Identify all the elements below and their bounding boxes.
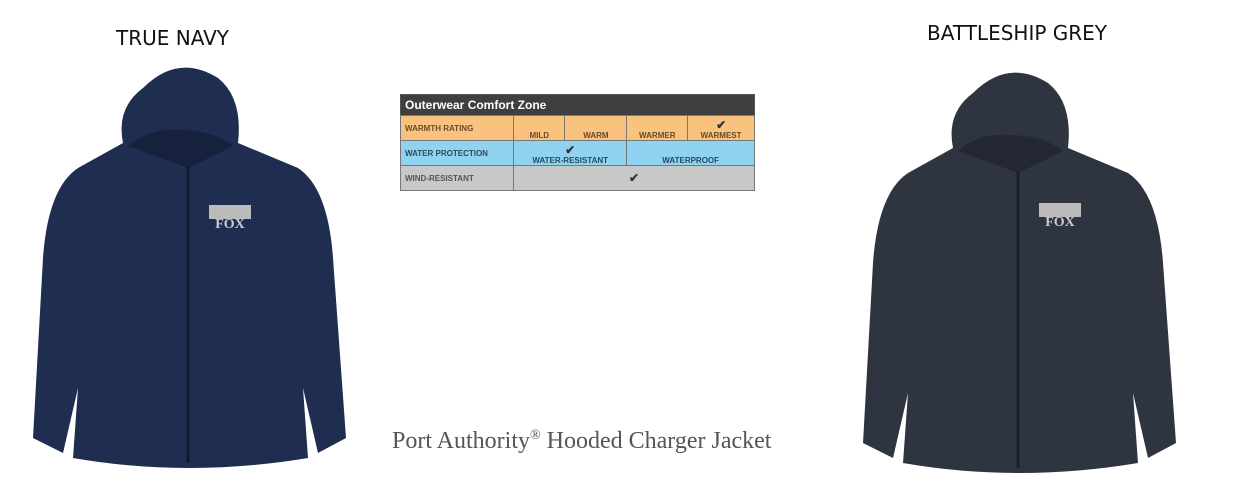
option-warmest: WARMEST xyxy=(700,131,742,140)
fox-logo: FOX xyxy=(1045,215,1075,230)
wind-row: WIND-RESISTANT ✔ xyxy=(400,165,755,191)
option-warmer: WARMER xyxy=(626,115,689,141)
color-label-navy: TRUE NAVY xyxy=(116,26,230,50)
option-warm: WARM xyxy=(564,115,628,141)
jacket-navy-image: FOX xyxy=(33,67,346,468)
warmth-row: WARMTH RATING MILD WARM WARMER ✔WARMEST xyxy=(400,115,755,141)
row-label: WARMTH RATING xyxy=(400,115,514,141)
jacket-grey-image: FOX xyxy=(863,72,1176,473)
color-label-grey: BATTLESHIP GREY xyxy=(927,21,1108,45)
water-row: WATER PROTECTION ✔WATER-RESISTANT WATERP… xyxy=(400,140,755,166)
option-mild: MILD xyxy=(512,115,566,141)
option-waterproof: WATERPROOF xyxy=(626,140,755,166)
check-icon: ✔ xyxy=(716,118,727,132)
option-water-resistant: WATER-RESISTANT xyxy=(532,156,609,165)
product-title: Port Authority® Hooded Charger Jacket xyxy=(392,428,772,454)
fox-logo: FOX xyxy=(215,217,245,232)
row-label: WATER PROTECTION xyxy=(400,140,514,166)
check-icon: ✔ xyxy=(565,143,576,157)
table-title: Outerwear Comfort Zone xyxy=(400,94,755,116)
comfort-zone-table: Outerwear Comfort Zone WARMTH RATING MIL… xyxy=(400,94,755,191)
check-icon: ✔ xyxy=(628,170,640,185)
row-label: WIND-RESISTANT xyxy=(400,165,514,191)
